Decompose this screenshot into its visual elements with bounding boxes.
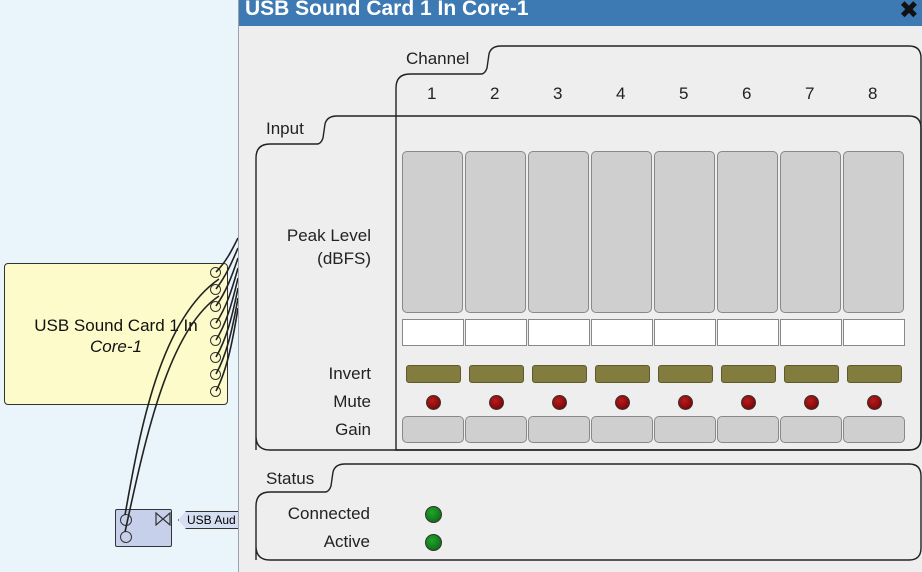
gain-knob-ch5[interactable] [654,416,716,443]
block-core-name: Core-1 [90,337,142,356]
connected-label: Connected [287,504,370,523]
peak-level-label: Peak Level [286,226,371,245]
mute-button-ch1[interactable] [426,395,441,410]
group-box-outlines [255,45,922,561]
peak-meter-ch7 [780,151,841,313]
channel-number-5: 5 [679,84,689,103]
mute-button-ch5[interactable] [678,395,693,410]
invert-button-ch4[interactable] [595,365,650,383]
output-pin-8[interactable] [210,386,221,397]
invert-button-ch5[interactable] [658,365,713,383]
gain-knob-ch6[interactable] [717,416,779,443]
channel-number-3: 3 [553,84,563,103]
mute-button-ch6[interactable] [741,395,756,410]
invert-button-ch1[interactable] [406,365,461,383]
gain-knob-ch1[interactable] [402,416,464,443]
peak-meter-ch8 [843,151,904,313]
window-titlebar[interactable]: USB Sound Card 1 In Core-1 ✖ [239,0,922,26]
output-pin-3[interactable] [210,301,221,312]
peak-value-ch4 [591,319,653,346]
peak-value-ch3 [528,319,590,346]
invert-button-ch7[interactable] [784,365,839,383]
peak-value-ch5 [654,319,716,346]
status-group-label: Status [266,469,315,488]
mute-button-ch7[interactable] [804,395,819,410]
invert-button-ch3[interactable] [532,365,587,383]
peak-meter-ch1 [402,151,463,313]
block-name: USB Sound Card 1 In [34,316,198,335]
peak-value-ch2 [465,319,527,346]
peak-value-ch1 [402,319,464,346]
output-pin-1[interactable] [210,267,221,278]
channel-number-8: 8 [868,84,878,103]
window-title: USB Sound Card 1 In Core-1 [245,0,529,20]
invert-button-ch6[interactable] [721,365,776,383]
peak-meter-ch2 [465,151,526,313]
close-icon[interactable]: ✖ [898,0,919,24]
channel-number-6: 6 [742,84,752,103]
mute-button-ch4[interactable] [615,395,630,410]
peak-value-ch6 [717,319,779,346]
design-canvas[interactable]: USB Sound Card 1 In Core-1 USB Aud [0,0,248,572]
gain-knob-ch8[interactable] [843,416,905,443]
output-pin-4[interactable] [210,318,221,329]
connected-led [425,506,442,523]
signal-wires [124,237,238,533]
usb-sound-card-block[interactable] [4,263,228,405]
output-pin-5[interactable] [210,335,221,346]
peak-meter-ch5 [654,151,715,313]
active-led [425,534,442,551]
peak-value-ch7 [780,319,842,346]
channel-number-2: 2 [490,84,500,103]
mini-block-label: USB Aud [178,511,248,529]
channel-number-1: 1 [427,84,437,103]
peak-value-ch8 [843,319,905,346]
gain-knob-ch2[interactable] [465,416,527,443]
peak-meter-ch4 [591,151,652,313]
invert-button-ch8[interactable] [847,365,902,383]
peak-meter-ch3 [528,151,589,313]
mute-button-ch3[interactable] [552,395,567,410]
mini-input-pin-2[interactable] [120,531,132,543]
output-pin-7[interactable] [210,369,221,380]
peak-meter-ch6 [717,151,778,313]
invert-button-ch2[interactable] [469,365,524,383]
channel-number-7: 7 [805,84,815,103]
mute-button-ch2[interactable] [489,395,504,410]
gain-knob-ch3[interactable] [528,416,590,443]
input-group-label: Input [266,119,304,138]
invert-label: Invert [328,364,371,383]
peak-level-unit: (dBFS) [317,249,371,268]
channel-group-label: Channel [406,49,470,68]
gain-knob-ch7[interactable] [780,416,842,443]
mute-label: Mute [333,392,371,411]
component-window[interactable]: USB Sound Card 1 In Core-1 ✖ Channel 1 2… [238,0,922,572]
output-pin-2[interactable] [210,284,221,295]
gain-knob-ch4[interactable] [591,416,653,443]
active-label: Active [323,532,370,551]
channel-number-4: 4 [616,84,626,103]
output-pin-6[interactable] [210,352,221,363]
mute-button-ch8[interactable] [867,395,882,410]
gain-label: Gain [335,420,371,439]
bowtie-icon [155,512,171,526]
